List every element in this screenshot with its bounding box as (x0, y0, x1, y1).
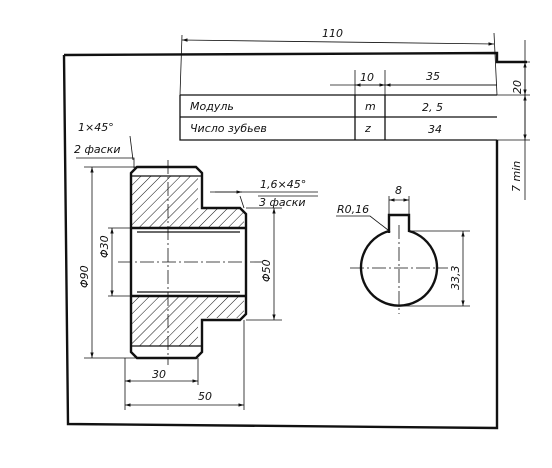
parameter-table: Модуль m 2, 5 Число зубьев z 34 (179, 32, 498, 141)
table-param-modul: Модуль (190, 100, 234, 113)
dim-row-height: 20 (511, 80, 524, 94)
dim-total-width: 50 (198, 390, 212, 403)
dim-col-large: 35 (426, 70, 440, 83)
dim-chamfer-inner: 1,6×45° (260, 178, 306, 191)
dim-keyway-width: 8 (395, 184, 402, 197)
dim-keyway-radius: R0,16 (337, 203, 369, 216)
table-param-teeth: Число зубьев (190, 122, 267, 135)
sheet-frame (62, 51, 527, 430)
dim-keyway-depth: 33,3 (449, 266, 462, 291)
dim-table-gap: 7 min (510, 161, 523, 192)
dim-hub-dia: Φ50 (260, 259, 273, 282)
dim-rim-width: 30 (152, 368, 166, 381)
dim-chamfer-outer-count: 2 фаски (74, 143, 120, 156)
dim-overall-width: 110 (322, 27, 343, 40)
dim-chamfer-inner-count: 3 фаски (259, 196, 305, 209)
dim-outer-dia: Φ90 (78, 265, 91, 288)
dim-col-small: 10 (360, 71, 374, 84)
dim-chamfer-outer: 1×45° (78, 121, 114, 134)
table-symbol-z: z (364, 122, 371, 135)
table-value-teeth: 34 (428, 123, 442, 136)
gear-section (118, 160, 262, 365)
table-value-module: 2, 5 (422, 101, 443, 114)
keyway-view (350, 213, 448, 314)
dim-bore-dia: Φ30 (98, 235, 111, 258)
table-symbol-m: m (365, 100, 376, 113)
